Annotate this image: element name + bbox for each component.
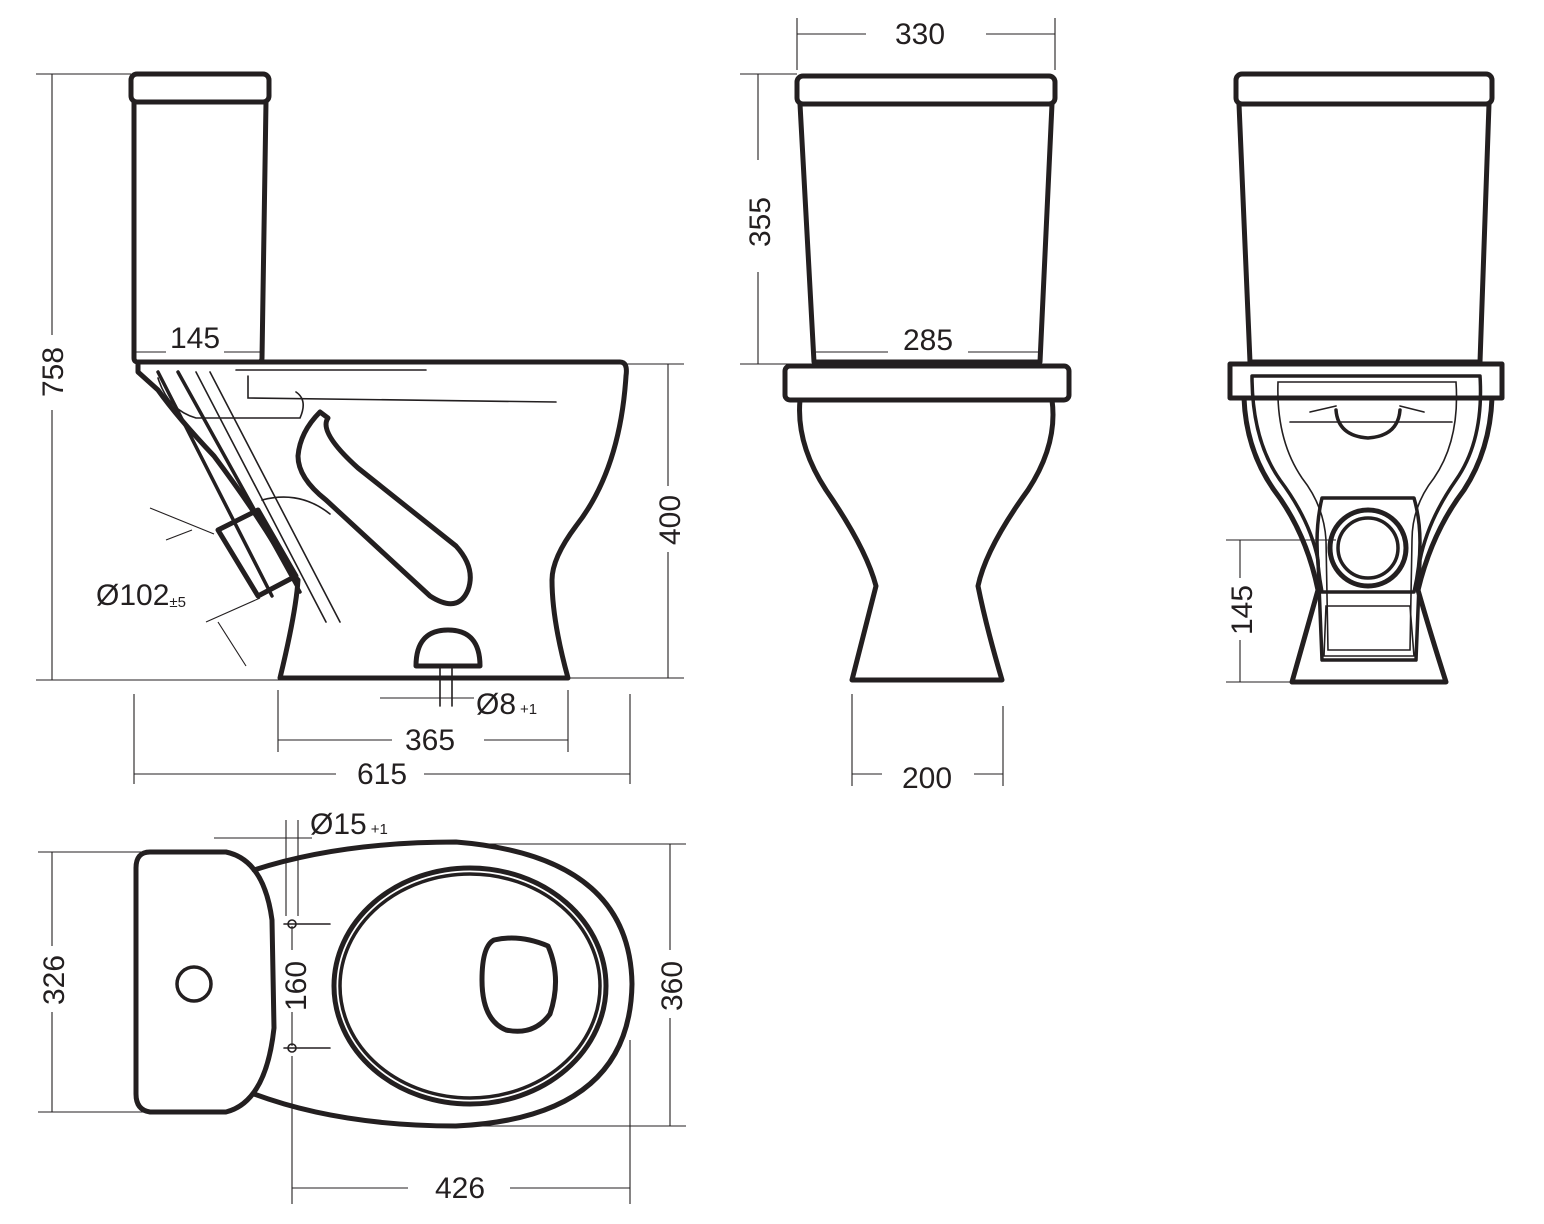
back-outlet-ring (1327, 507, 1409, 589)
dim-758-label: 758 (37, 347, 70, 397)
top-view: Ø15 +1 326 160 360 426 (38, 808, 689, 1205)
dim-8-prefix: Ø (476, 688, 499, 721)
front-rim (782, 363, 1072, 403)
dim-330-label: 330 (895, 18, 945, 51)
back-inlet-cover (1334, 408, 1402, 440)
dim-365-label: 365 (405, 724, 455, 757)
dim-8-value: 8 (499, 688, 516, 721)
dim-285-label: 285 (903, 324, 953, 357)
front-view: 330 355 285 200 (740, 18, 1072, 795)
dim-15-label: Ø15 +1 (310, 808, 388, 841)
back-outlet-box (1315, 496, 1422, 594)
dim-615-label: 615 (357, 758, 407, 791)
dim-145-label: 145 (170, 322, 220, 355)
side-siphon-loop (295, 409, 473, 607)
top-seat-outer (331, 865, 609, 1107)
back-inlet-line-1 (1309, 405, 1425, 413)
dim-426-label: 426 (435, 1172, 485, 1205)
dim-102-prefix: Ø (96, 579, 119, 612)
back-inner-frame-2 (1277, 381, 1458, 651)
top-bowl-outline (251, 839, 635, 1129)
back-inner-frame (1250, 374, 1483, 662)
dim-8-tolerance: +1 (520, 701, 537, 718)
top-tank-button (175, 965, 213, 1003)
front-tank-body (797, 101, 1055, 365)
front-pedestal (797, 397, 1056, 683)
side-trapway-2 (176, 370, 302, 594)
dim-102-label: Ø102±5 (96, 579, 186, 612)
side-fixing-dome (413, 627, 483, 669)
dim-160-label: 160 (280, 961, 313, 1011)
dim-102-tick-1 (165, 529, 193, 541)
side-trapway-3 (195, 371, 327, 623)
back-rim (1227, 361, 1505, 401)
top-bowl-opening (479, 935, 559, 1034)
dim-102-ext-2 (205, 597, 261, 623)
front-tank-lid (794, 73, 1058, 107)
top-seat-inner (338, 872, 602, 1100)
dim-200-label: 200 (902, 762, 952, 795)
back-pedestal (1241, 395, 1495, 685)
side-fixing-hole (439, 665, 453, 707)
side-siphon-hump (261, 496, 331, 515)
dim-102-value: 102 (119, 579, 169, 612)
dim-15-tolerance: +1 (371, 821, 388, 838)
side-view: 758 145 400 Ø102±5 Ø8+1 365 (36, 71, 687, 791)
dim-102-ext-1 (149, 507, 215, 535)
side-bowl-outline (135, 359, 629, 681)
dim-102-tick-2 (217, 621, 247, 667)
back-view: 145 (1226, 71, 1505, 685)
back-tank-lid (1233, 71, 1495, 107)
dim-8-label: Ø8+1 (476, 688, 537, 721)
dim-102-tolerance: ±5 (169, 594, 186, 611)
dim-326-label: 326 (38, 955, 71, 1005)
dim-355-label: 355 (744, 197, 777, 247)
dim-15-value: 15 (333, 808, 366, 841)
side-trapway-1 (156, 370, 274, 598)
side-tank-lid (128, 71, 272, 105)
side-outlet-block (215, 507, 299, 599)
back-tank-body (1236, 101, 1492, 365)
top-tank (133, 849, 277, 1115)
dim-15-prefix: Ø (310, 808, 333, 841)
back-base-inner (1323, 605, 1415, 657)
dim-360-label: 360 (656, 961, 689, 1011)
dim-back145-label: 145 (1226, 585, 1259, 635)
side-rim-inner (247, 375, 557, 403)
back-outlet-inner (1336, 516, 1400, 580)
dim-400-label: 400 (654, 495, 687, 545)
